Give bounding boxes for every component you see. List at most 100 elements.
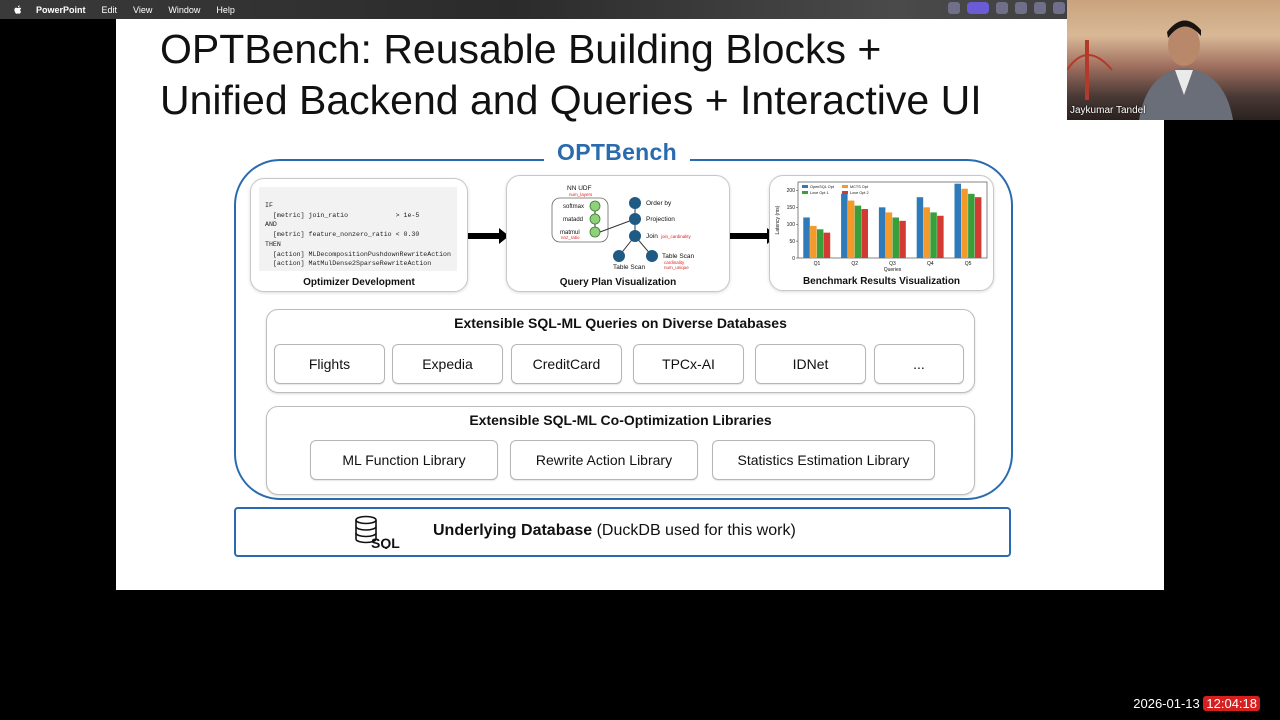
bar-q3-series3 [892,217,900,258]
status-tray [948,2,1065,14]
bar-q5-series4 [974,197,982,258]
wifi-icon[interactable] [1034,2,1046,14]
benchmark-caption: Benchmark Results Visualization [802,276,961,287]
slide: OPTBench: Reusable Building Blocks + Uni… [116,19,1164,590]
bar-q1-series1 [803,217,810,258]
chip-tpcx-ai[interactable]: TPCx-AI [633,344,744,384]
sql-icon-text: SQL [371,535,400,549]
projection-label: Projection [646,216,675,223]
libraries-header: Extensible SQL-ML Co-Optimization Librar… [469,412,772,428]
chip-ml-function-library[interactable]: ML Function Library [310,440,498,480]
control-center-icon[interactable] [1053,2,1065,14]
chip-idnet[interactable]: IDNet [755,344,866,384]
arrow-right-icon [468,228,509,244]
query-plan-caption: Query Plan Visualization [559,277,677,288]
bar-q3-series2 [885,212,893,258]
query-plan-diagram: NN UDF num_layers softmax matadd matmul … [551,185,695,271]
bar-q2-series1 [841,193,848,258]
nnz-ratio-label: nnz_ratio [561,235,580,240]
bar-q1-series2 [810,225,817,258]
database-label-rest: (DuckDB used for this work) [592,522,796,539]
optimizer-development-caption: Optimizer Development [303,277,415,288]
legend-label: MCTS Opt [850,185,869,189]
control-icon[interactable] [996,2,1008,14]
y-tick-label: 150 [787,205,796,211]
database-sql-icon: SQL [355,515,400,549]
y-axis-label: Latency (ms) [775,205,781,234]
x-tick-label: Q3 [889,261,896,267]
matadd-node[interactable] [589,213,601,225]
slide-title-line2: Unified Backend and Queries + Interactiv… [160,77,982,123]
participant-video [1067,20,1233,120]
menu-item-powerpoint[interactable]: PowerPoint [36,4,86,15]
x-tick-label: Q1 [814,261,821,267]
video-thumbnail[interactable]: Jaykumar Tandel [1067,0,1280,120]
matadd-label: matadd [563,217,583,223]
menu-item-view[interactable]: View [133,4,153,15]
status-icon[interactable] [948,2,960,14]
bar-q4-series3 [930,212,937,258]
y-tick-label: 0 [792,256,795,262]
chip-more[interactable]: ... [874,344,964,384]
y-tick-label: 50 [789,239,795,245]
matmul-node[interactable] [589,226,601,238]
underlying-database-bar: SQL Underlying Database (DuckDB used for… [234,507,1011,557]
projection-node[interactable] [629,213,641,225]
chip-statistics-estimation-library[interactable]: Statistics Estimation Library [712,440,935,480]
x-tick-label: Q4 [927,261,934,267]
query-plan-panel: NN UDF num_layers softmax matadd matmul … [506,175,730,292]
menu-item-help[interactable]: Help [216,4,235,15]
bar-q4-series2 [923,207,930,258]
chip-creditcard[interactable]: CreditCard [511,344,622,384]
timestamp-date: 2026-01-13 [1133,696,1200,711]
nn-udf-label: NN UDF [567,185,592,192]
y-tick-label: 200 [787,188,796,194]
timestamp: 2026-01-13 12:04:18 [1133,696,1260,711]
cardinality-label: cardinality [664,260,685,265]
avatar [1168,24,1200,66]
table-scan-node[interactable] [613,250,625,262]
menu-bar: PowerPoint Edit View Window Help [0,0,1280,19]
x-tick-label: Q2 [851,261,858,267]
nn-udf-box [551,197,609,243]
legend-label: Love Opt 1 [810,191,829,195]
menu-item-edit[interactable]: Edit [101,4,118,15]
softmax-label: softmax [563,204,584,210]
chip-expedia[interactable]: Expedia [392,344,503,384]
join-cardinality-label: join_cardinality [660,234,692,239]
join-node[interactable] [629,230,641,242]
bar-q2-series2 [847,200,855,258]
legend-swatch [802,191,808,194]
bar-q5-series2 [961,188,968,258]
order-by-node[interactable] [629,197,641,209]
slide-title-line1: OPTBench: Reusable Building Blocks + [160,26,882,72]
database-label-bold: Underlying Database [433,522,593,539]
legend-swatch [842,191,848,194]
softmax-node[interactable] [589,200,601,212]
optimizer-rule-code: IF [metric] join_ratio > 1e-5 AND [metri… [259,187,457,271]
bar-q1-series4 [823,232,831,258]
chip-rewrite-action-library[interactable]: Rewrite Action Library [510,440,698,480]
apple-icon[interactable] [12,4,24,16]
timestamp-time: 12:04:18 [1203,696,1260,711]
participant-name: Jaykumar Tandel [1070,105,1146,116]
chip-flights[interactable]: Flights [274,344,385,384]
bar-q2-series3 [854,205,862,258]
num-unique-label: num_unique [664,265,689,270]
slide-title: OPTBench: Reusable Building Blocks + Uni… [160,24,982,126]
y-tick-label: 100 [787,222,796,228]
join-label: Join [646,233,658,240]
num-layers-label: num_layers [569,192,593,197]
table-scan-label: Table Scan [662,253,695,260]
screen-share-icon[interactable] [967,2,989,14]
menu-item-window[interactable]: Window [168,4,201,15]
optbench-label: OPTBench [544,139,690,166]
bluetooth-icon[interactable] [1015,2,1027,14]
optimizer-development-panel: IF [metric] join_ratio > 1e-5 AND [metri… [250,178,468,292]
table-scan-label: Table Scan [613,264,646,271]
bar-q1-series3 [816,229,824,258]
legend-swatch [802,185,808,188]
table-scan-node[interactable] [646,250,658,262]
